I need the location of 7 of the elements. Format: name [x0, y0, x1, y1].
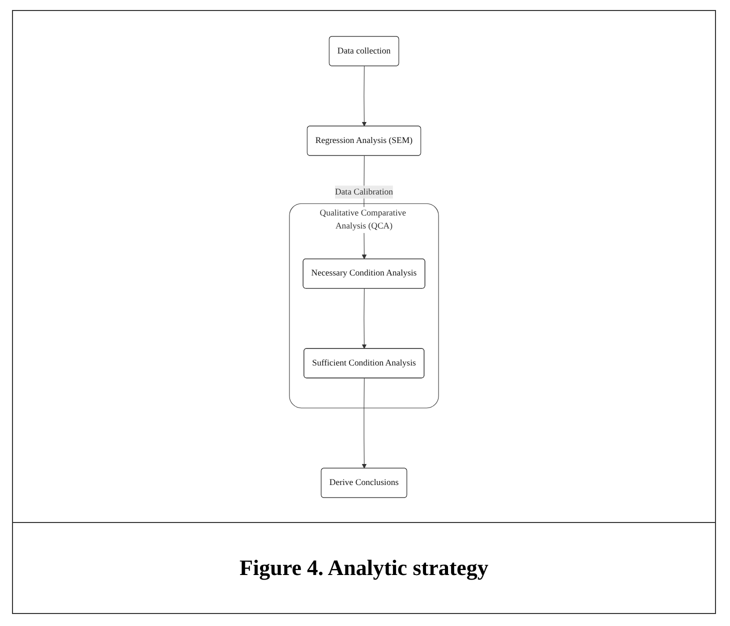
process-box: Derive Conclusions [320, 467, 408, 498]
process-box: Necessary Condition Analysis [302, 258, 426, 288]
process-box: Sufficient Condition Analysis [304, 348, 424, 378]
process-box: Regression Analysis (SEM) [306, 125, 422, 156]
figure-caption: Figure 4. Analytic strategy [240, 555, 488, 581]
edge-label: Data Calibration [334, 185, 394, 198]
process-box: Data collection [328, 36, 400, 66]
